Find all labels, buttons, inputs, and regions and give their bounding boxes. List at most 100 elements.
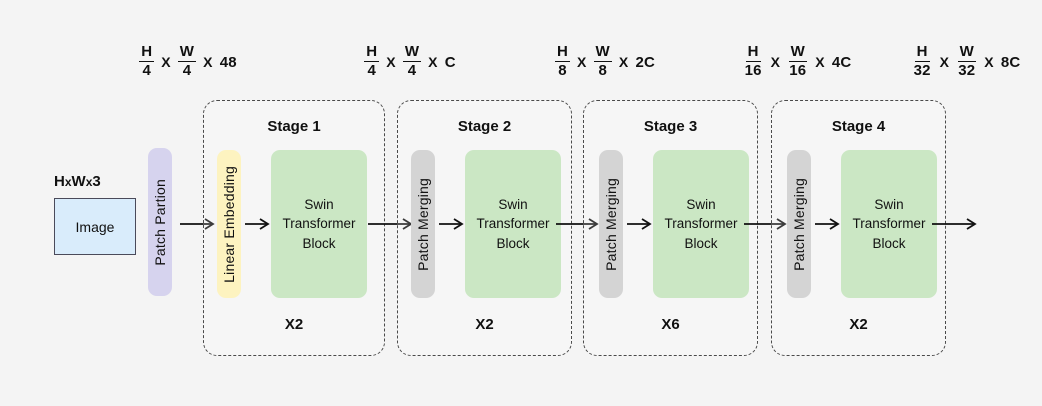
fraction-denominator: 8 [598,61,607,79]
patch-merging-label: Patch Merging [415,177,431,271]
fraction-denominator: 16 [744,61,762,79]
swin-block-label: Swin Transformer Block [664,195,737,254]
stage-title-text: Stage 3 [643,118,698,135]
patch-merging-block-3: Patch Merging [599,150,623,298]
input-shape-label: HxWx3 [54,173,101,190]
channel-count: C [444,53,456,71]
fraction-w-over-32: W 32 [956,44,977,78]
stage-repeat-text: X2 [849,316,868,333]
times-symbol: X [984,54,994,70]
stage-repeat-2: X2 [397,316,572,333]
stage-title-3: Stage 3 [583,118,758,135]
swin-line-2: Transformer [664,216,738,232]
dimension-label-4: H 32 X W 32 X 8C [876,42,1042,82]
linear-embedding-label: Linear Embedding [221,165,237,283]
swin-line-1: Swin [874,196,904,212]
arrow-right-icon [245,218,270,230]
fraction-denominator: 4 [407,61,417,79]
times-symbol: X [386,54,396,70]
swin-transformer-block-1: Swin Transformer Block [271,150,367,298]
fraction-h-over-4: H 4 [139,43,155,79]
channel-count: 48 [219,53,237,71]
times-symbol: X [939,54,950,70]
fraction-numerator: H [914,43,930,62]
stage-title-1: Stage 1 [203,118,385,135]
times-symbol: x [64,175,72,189]
fraction-numerator: H [139,43,155,62]
fraction-w-over-4: W 4 [402,44,422,79]
fraction-h-over-32: H 32 [912,44,933,78]
times-symbol: X [577,54,587,70]
patch-merging-label: Patch Merging [791,177,807,271]
input-image-box: Image [54,198,136,255]
swin-transformer-block-3: Swin Transformer Block [653,150,749,298]
fraction-numerator: H [554,43,570,62]
arrow-right-icon [180,218,215,230]
swin-line-3: Block [302,235,336,251]
swin-line-1: Swin [498,196,528,212]
fraction-w-over-8: W 8 [593,43,612,79]
patch-merging-label: Patch Merging [603,177,619,271]
dimension-label-1: H 4 X W 4 X C [330,42,490,82]
arrow-right-icon [627,218,652,230]
times-symbol: X [203,54,213,70]
swin-line-1: Swin [686,196,716,212]
stage-title-text: Stage 4 [831,118,886,135]
stage-repeat-3: X6 [583,316,758,333]
swin-transformer-block-2: Swin Transformer Block [465,150,561,298]
channel-count: 2C [635,53,656,71]
fraction-numerator: W [593,43,612,62]
fraction-numerator: W [957,43,976,62]
stage-repeat-text: X2 [475,316,494,333]
fraction-denominator: 8 [558,61,567,79]
input-height-symbol: H [54,173,65,190]
arrow-right-icon [556,218,599,230]
fraction-h-over-4: H 4 [364,43,380,79]
input-image-label: Image [75,218,115,235]
stage-title-2: Stage 2 [397,118,572,135]
fraction-numerator: W [177,43,197,62]
fraction-denominator: 4 [367,61,377,79]
dimension-label-0: H 4 X W 4 X 48 [108,42,268,82]
swin-line-2: Transformer [852,216,926,232]
times-symbol: X [428,54,438,70]
fraction-numerator: W [788,43,807,62]
fraction-denominator: 32 [913,61,931,79]
dimension-label-3: H 16 X W 16 X 4C [707,42,887,82]
dimension-label-2: H 8 X W 8 X 2C [520,42,690,82]
patch-partition-block: Patch Partion [148,148,172,296]
times-symbol: X [815,54,825,70]
channel-count: 8C [1000,53,1021,71]
fraction-w-over-16: W 16 [787,44,808,78]
fraction-numerator: H [364,43,380,62]
swin-line-2: Transformer [282,216,356,232]
swin-block-label: Swin Transformer Block [476,195,549,254]
times-symbol: X [770,54,781,70]
stage-title-text: Stage 2 [457,118,512,135]
stage-repeat-text: X2 [284,316,304,333]
stage-title-text: Stage 1 [267,118,321,135]
arrow-right-icon [744,218,787,230]
fraction-denominator: 16 [789,61,807,79]
fraction-h-over-16: H 16 [743,44,764,78]
linear-embedding-block: Linear Embedding [217,150,241,298]
swin-line-3: Block [496,235,530,251]
swin-line-3: Block [684,235,718,251]
stage-repeat-1: X2 [203,316,385,333]
fraction-denominator: 4 [142,61,151,79]
swin-line-1: Swin [304,196,334,212]
times-symbol: X [618,54,629,70]
input-channel-count: 3 [92,173,101,190]
swin-line-2: Transformer [476,216,550,232]
times-symbol: X [161,54,171,70]
arrow-right-icon [815,218,840,230]
swin-line-3: Block [872,235,906,251]
times-symbol: x [85,175,93,189]
input-width-symbol: W [71,173,86,190]
fraction-h-over-8: H 8 [554,43,570,79]
arrow-right-icon [439,218,464,230]
stage-title-4: Stage 4 [771,118,946,135]
swin-block-label: Swin Transformer Block [852,195,925,254]
channel-count: 4C [831,53,852,71]
